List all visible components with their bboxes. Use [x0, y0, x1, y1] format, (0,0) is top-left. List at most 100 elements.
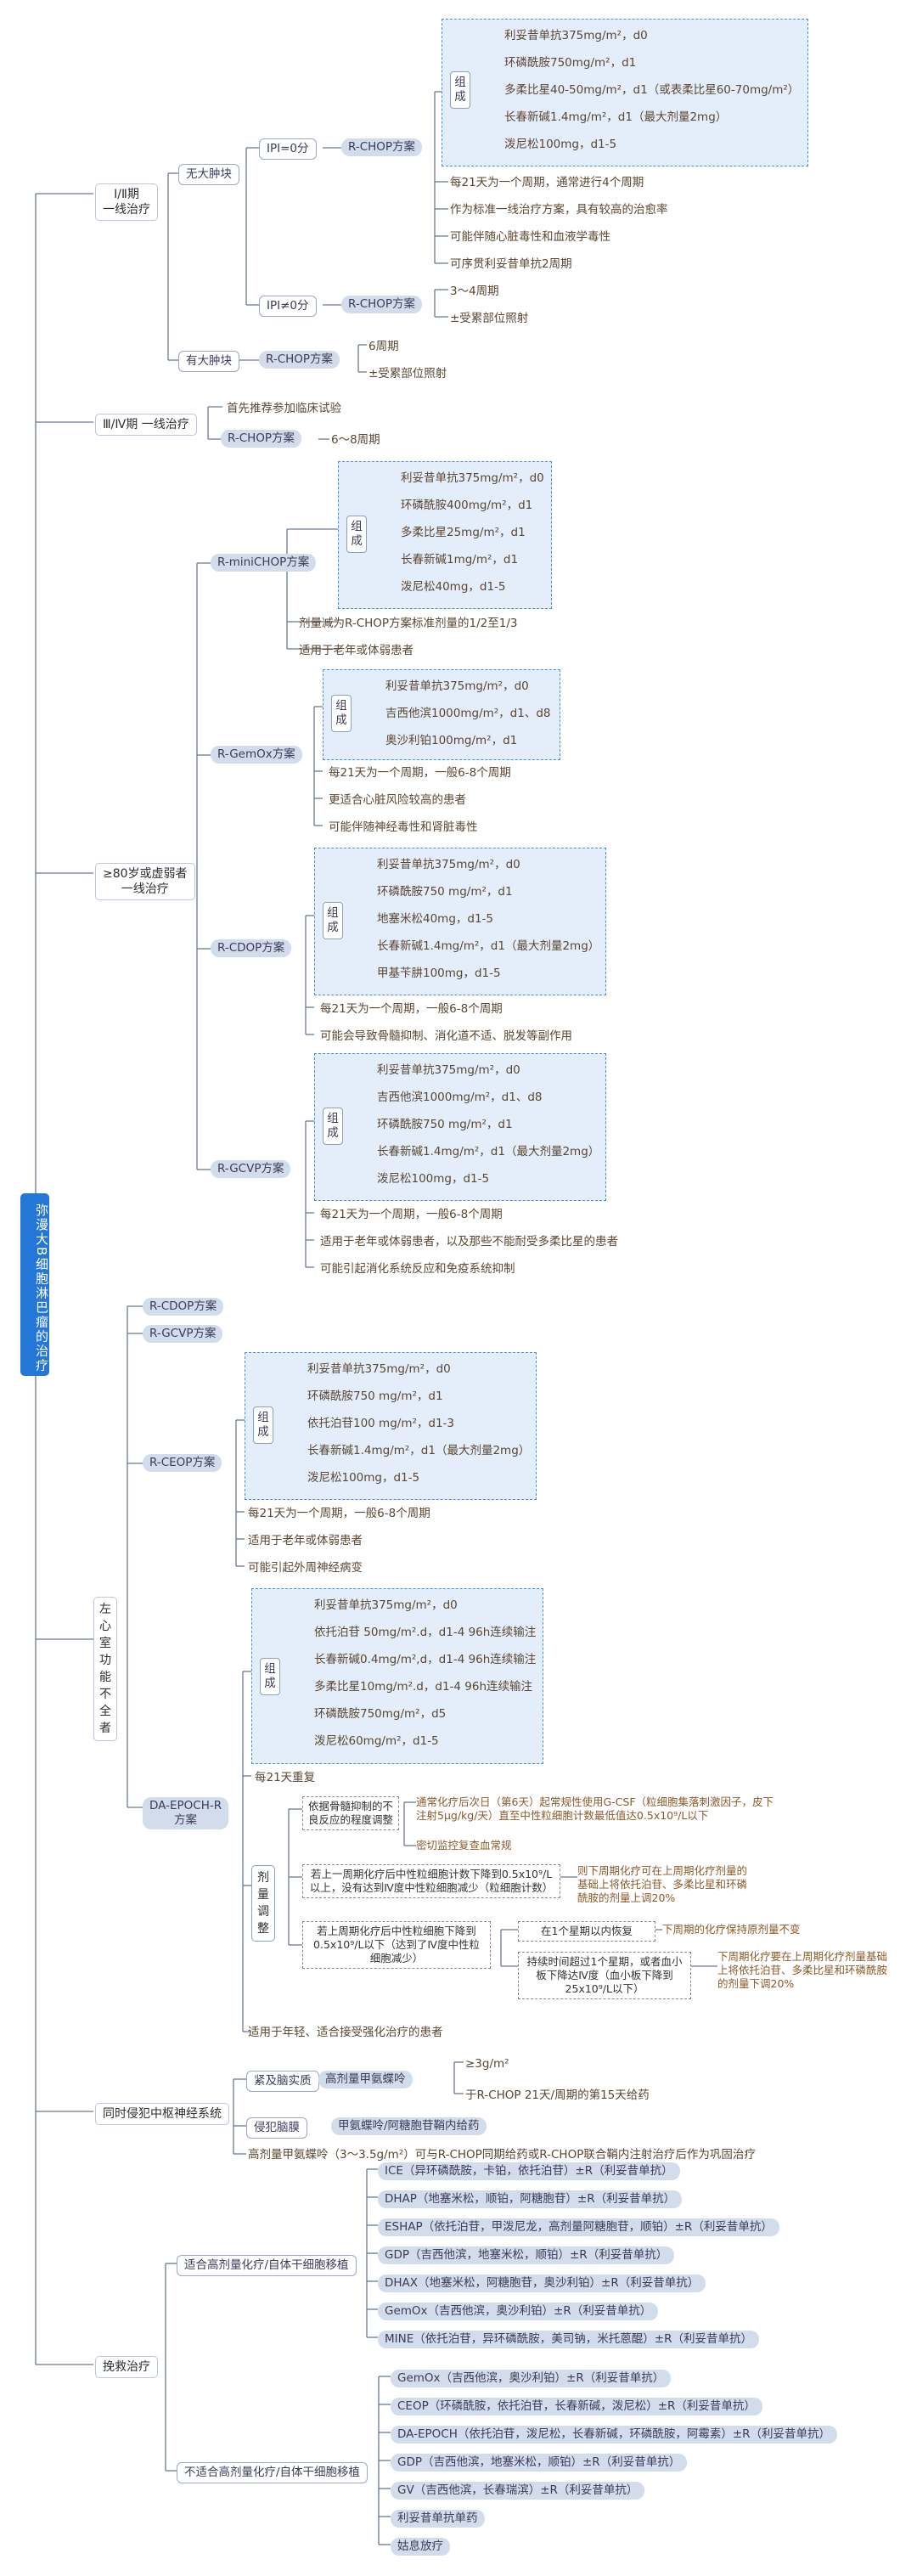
gcvp-item: 环磷酰胺750 mg/m²，d1 — [377, 1118, 513, 1131]
gemoxn-item: 更适合心脏风险较高的患者 — [329, 793, 466, 807]
label-zucheng: 组成 — [260, 1658, 280, 1695]
gcvp-item: 吉西他滨1000mg/m²，d1、d8 — [377, 1091, 543, 1104]
gcvp-item: 利妥昔单抗375mg/m²，d0 — [377, 1063, 520, 1077]
ceop-item: 依托泊苷100 mg/m²，d1-3 — [307, 1417, 455, 1430]
mini-regimen: R-miniCHOP方案 — [211, 554, 317, 572]
unfitl-item: GDP（吉西他滨，地塞米松，顺铂）±R（利妥昔单抗） — [391, 2454, 688, 2472]
ipi1n-item: ±受累部位照射 — [450, 312, 529, 325]
bulkn-item: 6周期 — [368, 340, 399, 353]
gcvpn-item: 每21天为一个周期，一般6-8个周期 — [320, 1208, 503, 1221]
s2-cycles: 6～8周期 — [331, 433, 380, 447]
fitl-item: GDP（吉西他滨，地塞米松，顺铂）±R（利妥昔单抗） — [378, 2246, 675, 2264]
gcvp-item: 泼尼松100mg，d1-5 — [377, 1172, 490, 1186]
fitl-item: MINE（依托泊苷，异环磷酰胺，美司钠，米托蒽醌）±R（利妥昔单抗） — [378, 2331, 759, 2348]
adjust-3-branch-2-note: 下周期化疗要在上周期化疗剂量基础上将依托泊苷、多柔比星和环磷酰胺的剂量下调20% — [717, 1950, 888, 1990]
gcvp-item: 长春新碱1.4mg/m²，d1（最大剂量2mg） — [377, 1145, 600, 1158]
ipi1n-item: 3～4周期 — [450, 285, 499, 298]
label-zucheng: 组成 — [450, 71, 470, 109]
cdop-regimen: R-CDOP方案 — [211, 939, 292, 957]
bulkn-item: ±受累部位照射 — [368, 367, 447, 380]
cat-elderly: ≥80岁或虚弱者 一线治疗 — [95, 863, 195, 900]
cdopn-item: 每21天为一个周期，一般6-8个周期 — [320, 1002, 503, 1016]
cns-c2: 侵犯脑膜 — [246, 2117, 307, 2139]
ipi0n-item: 作为标准一线治疗方案，具有较高的治愈率 — [450, 203, 668, 217]
bulk-regimen: R-CHOP方案 — [259, 351, 340, 369]
adjust-2: 若上一周期化疗后中性粒细胞计数下降到0.5x10⁹/L以上，没有达到Ⅳ度中性粒细… — [302, 1864, 560, 1898]
adjust-1-note-1: 通常化疗后次日（第6天）起常规性使用G-CSF（粒细胞集落刺激因子，皮下注射5μ… — [416, 1795, 774, 1822]
unfit-hd: 不适合高剂量化疗/自体干细胞移植 — [177, 2462, 368, 2483]
epoch-regimen: DA-EPOCH-R 方案 — [143, 1797, 229, 1829]
g1-item: 利妥昔单抗375mg/m²，d0 — [504, 29, 648, 42]
mini-item: 利妥昔单抗375mg/m²，d0 — [401, 471, 544, 485]
group-ceop — [245, 1352, 537, 1500]
ceop-item: 泼尼松100mg，d1-5 — [307, 1471, 420, 1485]
cns-c1-note-1: ≥3g/m² — [465, 2057, 509, 2071]
label-zucheng: 组成 — [346, 516, 367, 553]
epoch-item: 泼尼松60mg/m²，d1-5 — [314, 1734, 439, 1748]
epoch-item: 长春新碱0.4mg/m²,d，d1-4 96h连续输注 — [314, 1653, 537, 1666]
gcvpn-item: 适用于老年或体弱患者，以及那些不能耐受多柔比星的患者 — [320, 1235, 618, 1249]
cdopn-item: 可能会导致骨髓抑制、消化道不适、脱发等副作用 — [320, 1029, 572, 1043]
cns-extra: 高剂量甲氨蝶呤（3～3.5g/m²）可与R-CHOP同期给药或R-CHOP联合鞘… — [248, 2148, 756, 2162]
epoch-item: 利妥昔单抗375mg/m²，d0 — [314, 1598, 458, 1612]
cdop-item: 甲基苄肼100mg，d1-5 — [377, 967, 501, 980]
gemox-item: 吉西他滨1000mg/m²，d1、d8 — [385, 707, 551, 720]
g1-item: 长春新碱1.4mg/m²，d1（最大剂量2mg） — [504, 110, 728, 124]
ceopn-item: 适用于老年或体弱患者 — [248, 1534, 363, 1547]
cat-salvage: 挽救治疗 — [95, 2356, 158, 2378]
gemoxn-item: 可能伴随神经毒性和肾脏毒性 — [329, 820, 478, 834]
adjust-1-note-2: 密切监控复查血常规 — [416, 1839, 512, 1852]
fitl-item: ESHAP（依托泊苷，甲泼尼龙，高剂量阿糖胞苷，顺铂）±R（利妥昔单抗） — [378, 2218, 779, 2236]
mini-item: 环磷酰胺400mg/m²，d1 — [401, 499, 533, 512]
adjust-3-branch-1-note: 下周期的化疗保持原剂量不变 — [662, 1923, 801, 1936]
gemox-regimen: R-GemOx方案 — [211, 746, 302, 764]
mini-item: 泼尼松40mg，d1-5 — [401, 580, 506, 594]
gcvp-regimen: R-GCVP方案 — [211, 1160, 291, 1178]
gemox-item: 奥沙利铂100mg/m²，d1 — [385, 734, 518, 747]
unfitl-item: GV（吉西他滨，长春瑞滨）±R（利妥昔单抗） — [391, 2482, 645, 2500]
fit-hd: 适合高剂量化疗/自体干细胞移植 — [177, 2255, 357, 2276]
group-gcvp — [314, 1053, 606, 1201]
adjust-2-note: 则下周期化疗可在上周期化疗剂量的基础上将依托泊苷、多柔比星和环磷酰胺的剂量上调2… — [577, 1864, 748, 1904]
g1-item: 泼尼松100mg，d1-5 — [504, 138, 617, 151]
fitl-item: DHAX（地塞米松，阿糖胞苷，奥沙利铂）±R（利妥昔单抗） — [378, 2274, 706, 2292]
cns-c1: 紧及脑实质 — [246, 2071, 319, 2092]
unfitl-item: CEOP（环磷酰胺，依托泊苷，长春新碱，泼尼松）±R（利妥昔单抗） — [391, 2398, 762, 2415]
unfitl-item: DA-EPOCH（依托泊苷，泼尼松，长春新碱，环磷酰胺，阿霉素）±R（利妥昔单抗… — [391, 2426, 838, 2444]
s4-cdop: R-CDOP方案 — [143, 1298, 224, 1316]
cat-stage-1-2: Ⅰ/Ⅱ期 一线治疗 — [95, 183, 158, 221]
ipi0n-item: 每21天为一个周期，通常进行4个周期 — [450, 176, 644, 189]
unfitl-item: GemOx（吉西他滨，奥沙利铂）±R（利妥昔单抗） — [391, 2370, 672, 2387]
ceopn-item: 每21天为一个周期，一般6-8个周期 — [248, 1507, 430, 1520]
epoch-item: 依托泊苷 50mg/m².d，d1-4 96h连续输注 — [314, 1626, 537, 1639]
ipi0: IPI=0分 — [259, 138, 317, 160]
ceop-item: 利妥昔单抗375mg/m²，d0 — [307, 1362, 451, 1376]
fitl-item: DHAP（地塞米松，顺铂，阿糖胞苷）±R（利妥昔单抗） — [378, 2190, 683, 2208]
group-gemox — [323, 669, 560, 760]
label-zucheng: 组成 — [253, 1406, 273, 1444]
epoch-repeat: 每21天重复 — [255, 1771, 316, 1784]
cdop-item: 环磷酰胺750 mg/m²，d1 — [377, 885, 513, 899]
cns-c2-drug: 甲氨蝶呤/阿糖胞苷鞘内给药 — [331, 2117, 487, 2135]
cat-stage-3-4: Ⅲ/Ⅳ期 一线治疗 — [95, 414, 197, 436]
cdop-item: 地塞米松40mg，d1-5 — [377, 912, 494, 926]
g1-item: 多柔比星40-50mg/m²，d1（或表柔比星60-70mg/m²） — [504, 83, 800, 97]
mini-item: 多柔比星25mg/m²，d1 — [401, 526, 526, 539]
group-cdop — [314, 848, 606, 995]
dose-adjust: 剂量调整 — [251, 1865, 275, 1942]
cdop-item: 长春新碱1.4mg/m²，d1（最大剂量2mg） — [377, 939, 600, 953]
ceop-item: 环磷酰胺750 mg/m²，d1 — [307, 1389, 443, 1403]
adjust-1: 依据骨髓抑制的不良反应的程度调整 — [302, 1796, 399, 1830]
minin-item: 适用于老年或体弱患者 — [299, 644, 413, 657]
ceopn-item: 可能引起外周神经病变 — [248, 1561, 363, 1575]
cat-cns: 同时侵犯中枢神经系统 — [95, 2103, 229, 2125]
group-mini — [338, 461, 552, 609]
s2-regimen: R-CHOP方案 — [221, 430, 302, 448]
gemoxn-item: 每21天为一个周期，一般6-8个周期 — [329, 766, 511, 780]
bulk: 有大肿块 — [178, 351, 239, 372]
fitl-item: GemOx（吉西他滨，奥沙利铂）±R（利妥昔单抗） — [378, 2303, 659, 2320]
adjust-3-branch-1: 在1个星期以内恢复 — [518, 1921, 655, 1942]
epoch-item: 多柔比星10mg/m².d，d1-4 96h连续输注 — [314, 1680, 533, 1694]
label-zucheng: 组成 — [331, 695, 352, 732]
gcvpn-item: 可能引起消化系统反应和免疫系统抑制 — [320, 1262, 515, 1276]
